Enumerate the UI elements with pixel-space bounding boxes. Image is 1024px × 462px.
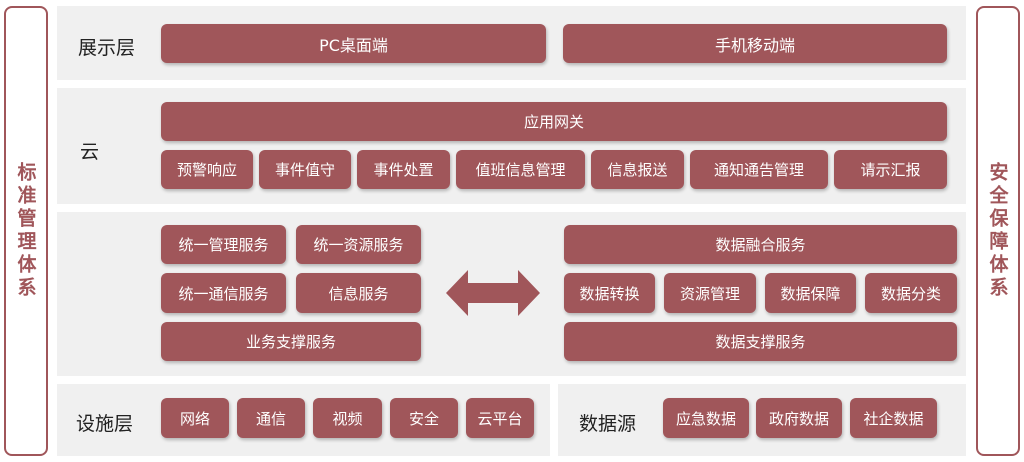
mobile-box: 手机移动端 bbox=[563, 24, 947, 63]
info-report-box: 信息报送 bbox=[591, 150, 684, 189]
emergency-data-box: 应急数据 bbox=[663, 398, 749, 438]
presentation-layer-label: 展示层 bbox=[78, 37, 136, 59]
resource-mgmt-box: 资源管理 bbox=[664, 273, 756, 313]
network-box: 网络 bbox=[161, 398, 229, 438]
data-assurance-box: 数据保障 bbox=[765, 273, 856, 313]
cloud-layer-label: 云 bbox=[80, 141, 100, 163]
security-assurance-label: 安全保障体系 bbox=[986, 162, 1009, 300]
security-assurance-system: 安全保障体系 bbox=[976, 6, 1020, 456]
event-handling-box: 事件处置 bbox=[357, 150, 450, 189]
unified-comm-service-box: 统一通信服务 bbox=[161, 273, 286, 313]
event-duty-box: 事件值守 bbox=[259, 150, 351, 189]
business-support-service-box: 业务支撑服务 bbox=[161, 322, 421, 361]
duty-info-mgmt-box: 值班信息管理 bbox=[456, 150, 585, 189]
communication-box: 通信 bbox=[237, 398, 305, 438]
request-report-box: 请示汇报 bbox=[834, 150, 947, 189]
government-data-box: 政府数据 bbox=[756, 398, 842, 438]
cloud-platform-box: 云平台 bbox=[466, 398, 534, 438]
unified-resource-service-box: 统一资源服务 bbox=[296, 225, 421, 264]
data-fusion-service-box: 数据融合服务 bbox=[564, 225, 957, 264]
data-support-service-box: 数据支撑服务 bbox=[564, 322, 957, 361]
security-box: 安全 bbox=[390, 398, 458, 438]
standard-management-system: 标准管理体系 bbox=[4, 6, 48, 456]
pc-desktop-box: PC桌面端 bbox=[161, 24, 546, 63]
video-box: 视频 bbox=[313, 398, 382, 438]
infrastructure-layer-label: 设施层 bbox=[76, 413, 134, 435]
warning-response-box: 预警响应 bbox=[161, 150, 253, 189]
app-gateway-box: 应用网关 bbox=[161, 102, 947, 141]
unified-mgmt-service-box: 统一管理服务 bbox=[161, 225, 286, 264]
data-source-label: 数据源 bbox=[579, 413, 637, 435]
social-enterprise-data-box: 社企数据 bbox=[850, 398, 937, 438]
info-service-box: 信息服务 bbox=[296, 273, 421, 313]
bidirectional-arrow-icon bbox=[446, 270, 540, 316]
data-conversion-box: 数据转换 bbox=[564, 273, 655, 313]
notice-mgmt-box: 通知通告管理 bbox=[690, 150, 828, 189]
data-classification-box: 数据分类 bbox=[865, 273, 957, 313]
standard-management-label: 标准管理体系 bbox=[14, 162, 37, 300]
